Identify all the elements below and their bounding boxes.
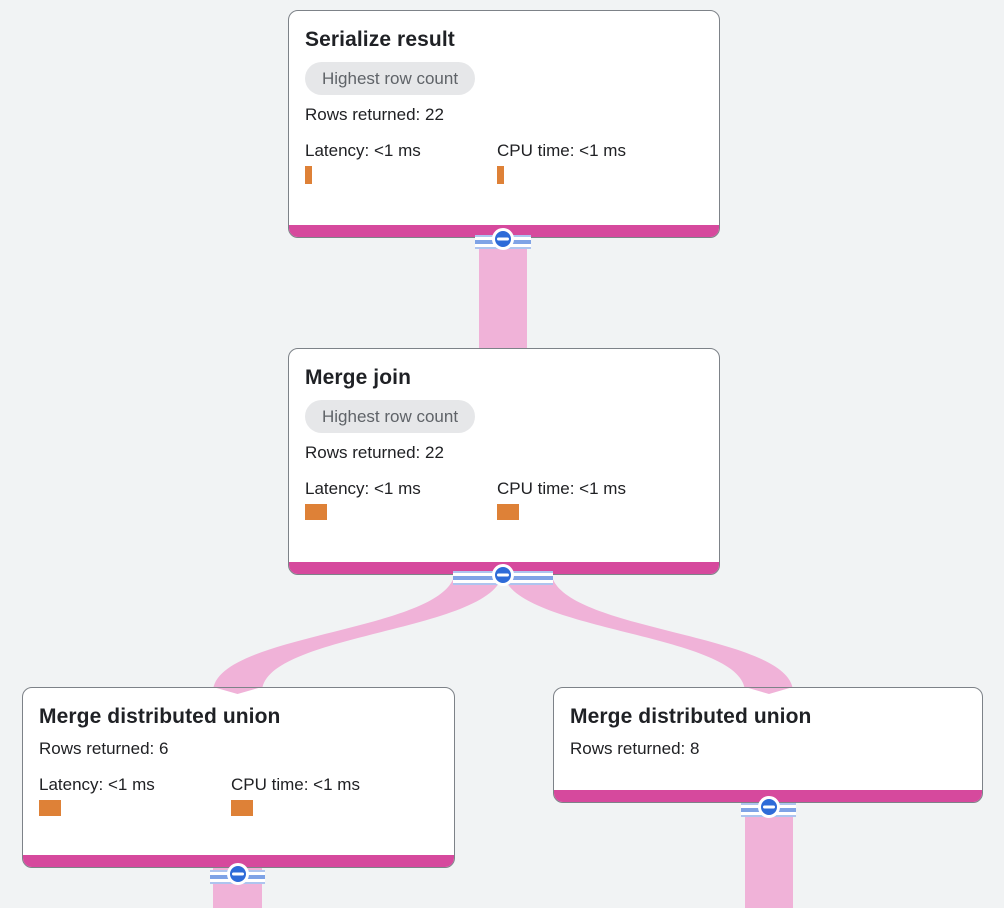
latency-metric: Latency: <1 ms [39, 774, 231, 816]
node-title: Merge distributed union [39, 705, 281, 728]
cpu-time-bar [231, 800, 253, 816]
cpu-time-label: CPU time: <1 ms [231, 775, 360, 794]
cpu-metric: CPU time: <1 ms [231, 774, 438, 816]
metrics-row: Latency: <1 ms CPU time: <1 ms [39, 774, 438, 816]
node-merge-join[interactable]: Merge join Highest row count Rows return… [288, 348, 720, 575]
collapse-circle [492, 228, 514, 250]
rows-returned-text: Rows returned: 22 [305, 105, 444, 124]
node-serialize-result[interactable]: Serialize result Highest row count Rows … [288, 10, 720, 238]
collapse-circle [492, 564, 514, 586]
node-merge-distributed-union-right[interactable]: Merge distributed union Rows returned: 8 [553, 687, 983, 803]
node-title: Merge join [305, 366, 412, 389]
latency-bar [39, 800, 61, 816]
cpu-metric: CPU time: <1 ms [497, 478, 703, 520]
highest-row-count-badge: Highest row count [305, 62, 476, 95]
node-title: Serialize result [305, 28, 455, 51]
collapse-circle [757, 796, 780, 818]
minus-icon [497, 237, 509, 241]
rows-returned-text: Rows returned: 6 [39, 739, 169, 758]
latency-metric: Latency: <1 ms [305, 140, 497, 184]
collapse-button-merge-join[interactable] [453, 564, 553, 592]
metrics-row: Latency: <1 ms CPU time: <1 ms [305, 478, 703, 520]
cpu-time-bar [497, 504, 519, 520]
node-title: Merge distributed union [570, 705, 812, 728]
minus-icon [231, 872, 244, 876]
latency-label: Latency: <1 ms [39, 775, 155, 794]
rows-returned-text: Rows returned: 22 [305, 443, 444, 462]
metrics-row: Latency: <1 ms CPU time: <1 ms [305, 140, 703, 184]
rows-returned-text: Rows returned: 8 [570, 739, 700, 758]
minus-icon [497, 573, 509, 577]
latency-label: Latency: <1 ms [305, 141, 421, 160]
cpu-time-label: CPU time: <1 ms [497, 141, 626, 160]
cpu-metric: CPU time: <1 ms [497, 140, 703, 184]
latency-label: Latency: <1 ms [305, 479, 421, 498]
latency-bar [305, 166, 312, 184]
highest-row-count-badge: Highest row count [305, 400, 476, 433]
node-merge-distributed-union-left[interactable]: Merge distributed union Rows returned: 6… [22, 687, 455, 868]
minus-icon [762, 805, 775, 809]
collapse-circle [226, 863, 249, 885]
cpu-time-label: CPU time: <1 ms [497, 479, 626, 498]
collapse-button-serialize-result[interactable] [475, 228, 531, 256]
collapse-button-union-right[interactable] [741, 796, 796, 824]
latency-metric: Latency: <1 ms [305, 478, 497, 520]
cpu-time-bar [497, 166, 504, 184]
latency-bar [305, 504, 327, 520]
collapse-button-union-left[interactable] [210, 863, 265, 891]
